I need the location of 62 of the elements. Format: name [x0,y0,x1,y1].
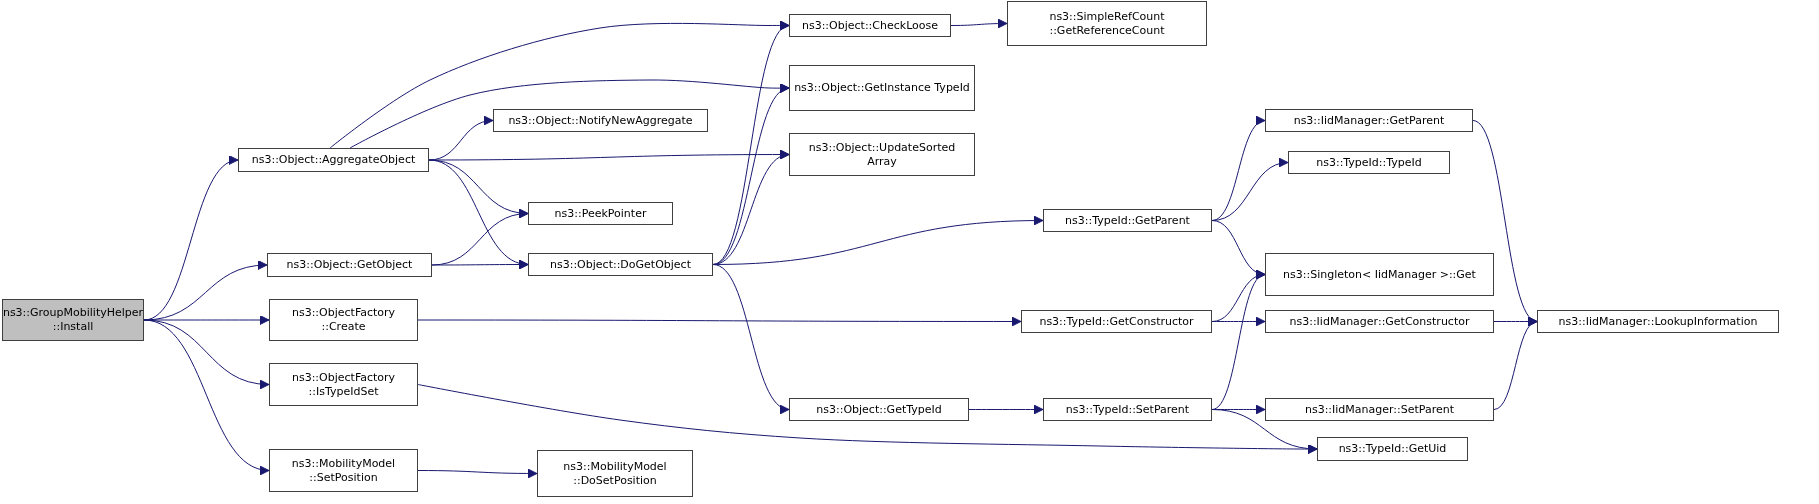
function-name: ns3::ObjectFactory ::IsTypeIdSet [290,370,397,399]
arrow [968,404,1044,415]
function-box [528,202,673,225]
function-box [1288,151,1450,174]
function-name: ns3::IidManager::SetParent [1304,402,1455,417]
arrow [431,259,529,270]
arrow [1493,319,1538,410]
arrow [417,316,1022,327]
function-box [1265,310,1494,333]
function-name: ns3::Singleton< IidManager >::Get [1283,267,1476,282]
function-name: ns3::SimpleRefCount ::GetReferenceCount [1048,9,1166,38]
function-box [1537,310,1779,333]
function-name: ns3::MobilityModel ::DoSetPosition [562,459,668,488]
function-name: ns3::GroupMobilityHelper ::Install [2,306,144,334]
arrow [712,264,790,412]
function-box [528,253,713,276]
function-name: ns3::ObjectFactory ::Create [290,306,397,334]
function-name: ns3::Object::NotifyNewAggregate [508,113,693,128]
function-box [789,14,951,37]
function-name: ns3::Object::CheckLoose [801,18,939,33]
function-box [269,363,418,406]
function-name: ns3::IidManager::GetParent [1293,113,1445,128]
arrow [143,319,270,474]
function-box [789,65,975,111]
function-box [1043,398,1212,421]
function-name: ns3::Object::AggregateObject [251,153,416,167]
function-name: ns3::TypeId::GetConstructor [1039,314,1194,329]
function-box [269,449,418,492]
function-name: ns3::PeekPointer [554,206,647,221]
function-name: ns3::TypeId::TypeId [1316,155,1422,170]
function-name: ns3::TypeId::GetUid [1338,442,1447,456]
arrow [143,260,268,321]
function-box [267,253,432,277]
function-box [1265,253,1494,296]
function-name: ns3::TypeId::GetParent [1065,213,1190,228]
arrow [950,18,1008,29]
function-name: ns3::Object::DoGetObject [550,257,691,272]
function-box [2,299,144,341]
function-name: ns3::Object::UpdateSorted Array [807,140,957,169]
function-name: ns3::Object::GetTypeId [816,402,942,417]
arrow [1211,273,1266,410]
arrow [1211,409,1318,454]
function-box [1043,209,1212,232]
function-box [1317,437,1468,461]
function-box [1021,310,1212,333]
arrow [1211,316,1266,327]
function-box [537,450,693,497]
function-name: ns3::IidManager::GetConstructor [1289,314,1470,329]
function-box [789,398,969,421]
arrow [417,468,538,479]
function-box [238,148,429,172]
function-box [493,109,708,132]
function-name: ns3::MobilityModel ::SetPosition [290,456,397,485]
function-box [1265,398,1494,421]
function-box [269,299,418,341]
function-box [1007,1,1207,46]
function-name: ns3::TypeId::SetParent [1065,402,1190,417]
function-box [789,133,975,176]
function-name: ns3::IidManager::LookupInformation [1558,314,1758,329]
function-name: ns3::Object::GetInstance TypeId [794,81,970,95]
function-name: ns3::Object::GetObject [286,258,413,272]
function-box [1265,109,1473,132]
